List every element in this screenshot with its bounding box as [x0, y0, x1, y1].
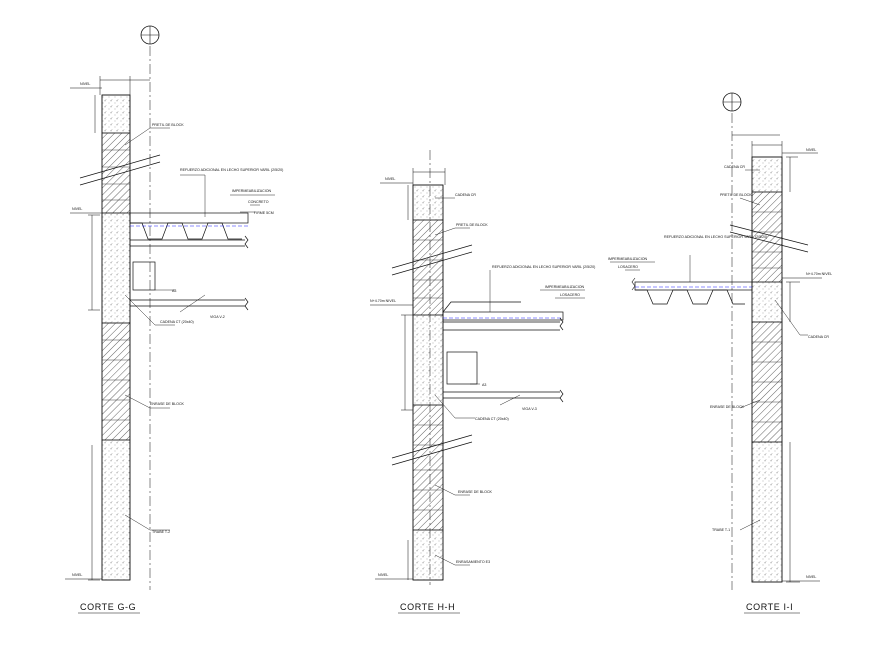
level-markers-i: [782, 152, 822, 582]
slab-i: [631, 277, 753, 305]
nivel-bottom-h: NIVEL: [378, 573, 388, 577]
dimension-lines-top-g: [99, 76, 150, 95]
dimension-lines-right-i: [786, 156, 800, 583]
label-cadena-top-i: CADENA CR: [724, 165, 745, 169]
label-pretil-i: PRETIL DE BLOCK: [720, 193, 752, 197]
label-losacero-h: LOSACERO: [560, 293, 580, 297]
label-cadena-mid-i: CADENA CR: [808, 335, 829, 339]
block-wall-g: [101, 94, 131, 581]
section-title-g: CORTE G-G: [80, 602, 136, 612]
break-line-h: [391, 244, 473, 466]
label-a3-h: A3: [482, 383, 486, 387]
leader-lines-g: [124, 127, 275, 531]
level-markers-h: [370, 182, 413, 580]
break-line-g: [79, 154, 161, 186]
label-trabe-i: TRABE T-1: [712, 528, 730, 532]
label-impermeabilizacion-h: IMPERMEABILIZACION: [545, 285, 585, 289]
dimension-lines-top-h: [412, 168, 446, 185]
leader-lines-h: [434, 197, 585, 566]
dimension-lines-left-h: [401, 185, 413, 580]
nivel-top-g: NIVEL: [80, 82, 90, 86]
section-h-h: NIVEL N+4.70m NIVEL NIVEL CADENA CR PRET…: [370, 150, 595, 614]
label-cadena-top-h: CADENA CR: [455, 193, 476, 197]
axis-marker-i: [722, 92, 742, 590]
nivel-mid-i: N+4.70m NIVEL: [806, 272, 832, 276]
steel-beam-g: [130, 235, 249, 311]
section-title-i: CORTE I-I: [746, 602, 793, 612]
nivel-top-i: NIVEL: [806, 148, 816, 152]
dimension-lines-left-g: [88, 95, 100, 581]
axis-marker-g: [140, 25, 160, 590]
slab-h: [442, 301, 564, 321]
block-wall-i: [751, 156, 783, 583]
label-pretil-h: PRETIL DE BLOCK: [456, 223, 488, 227]
nivel-top-h: NIVEL: [385, 177, 395, 181]
nivel-bottom-g: NIVEL: [72, 573, 82, 577]
nivel-mid-h: N+4.70m NIVEL: [370, 299, 396, 303]
label-cadena-g: CADENA CT (20x40): [160, 320, 194, 324]
label-concreto-g: CONCRETO: [248, 200, 269, 204]
label-enrase-i: ENRASE DE BLOCK: [710, 405, 745, 409]
label-enrase-g: ENRASE DE BLOCK: [150, 402, 185, 406]
label-a3-g: A3: [172, 289, 176, 293]
label-impermeabilizacion-i: IMPERMEABILIZACION: [608, 257, 648, 261]
label-refuerzo-h: REFUERZO ADICIONAL EN LECHO SUPERIOR VAR…: [492, 265, 595, 269]
label-pretil-g: PRETIL DE BLOCK: [152, 123, 184, 127]
label-refuerzo-i: REFUERZO ADICIONAL EN LECHO SUPERIOR VAR…: [664, 235, 767, 239]
label-viga-g: VIGA V-2: [210, 315, 225, 319]
label-impermeabilizacion-g: IMPERMEABILIZACION: [232, 189, 272, 193]
section-title-h: CORTE H-H: [400, 602, 455, 612]
break-line-i: [729, 224, 809, 253]
label-enrase-h: ENRASE DE BLOCK: [458, 490, 493, 494]
label-refuerzo-g: REFUERZO ADICIONAL EN LECHO SUPERIOR VAR…: [180, 168, 283, 172]
label-cadena-mid-h: CADENA CT (20x40): [475, 417, 509, 421]
slab-g: [129, 212, 249, 240]
block-wall-h: [412, 184, 444, 581]
leader-lines-i: [610, 169, 808, 531]
label-losacero-i: LOSACERO: [618, 265, 638, 269]
nivel-mid-g: NIVEL: [72, 207, 82, 211]
level-markers-g: [65, 87, 102, 580]
nivel-bottom-i: NIVEL: [806, 575, 816, 579]
label-firme-g: FIRME 5CM: [254, 211, 274, 215]
steel-beam-h: [443, 317, 564, 403]
label-enrasamiento-h: ENRASAMIENTO E3: [456, 560, 490, 564]
section-g-g: NIVEL NIVEL NIVEL PRETIL DE BLOCK REFUER…: [65, 25, 283, 614]
dimension-lines-top-i: [732, 134, 783, 157]
label-trabe-g: TRABE T-2: [152, 530, 170, 534]
section-i-i: NIVEL N+4.70m NIVEL NIVEL CADENA CR PRET…: [608, 92, 832, 614]
label-viga-h: VIGA V-3: [522, 407, 537, 411]
